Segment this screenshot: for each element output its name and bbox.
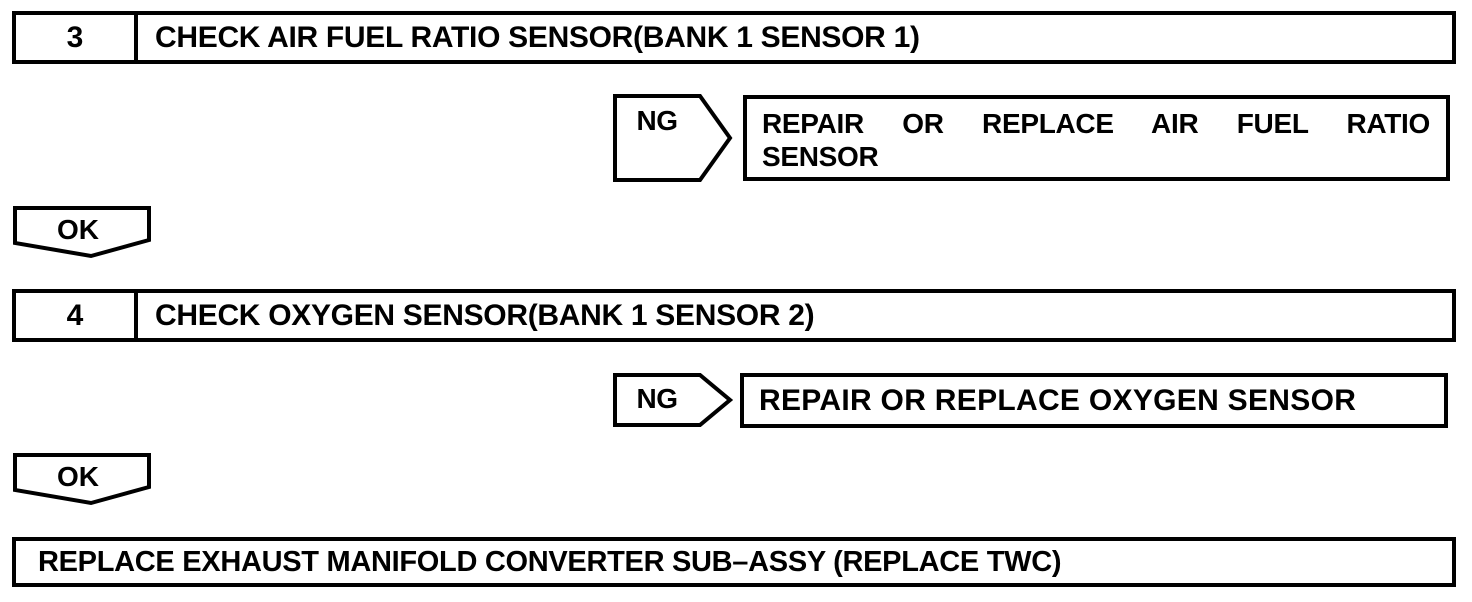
final-action-box: REPLACE EXHAUST MANIFOLD CONVERTER SUB–A… bbox=[12, 537, 1456, 587]
ng-arrow-step-4-label: NG bbox=[636, 383, 679, 414]
ng-result-step-4: REPAIR OR REPLACE OXYGEN SENSOR bbox=[740, 373, 1448, 428]
ok-arrow-step-4: OK bbox=[13, 453, 153, 507]
step-3-title: CHECK AIR FUEL RATIO SENSOR(BANK 1 SENSO… bbox=[155, 20, 920, 54]
ng-arrow-step-3-label: NG bbox=[636, 105, 679, 136]
step-4-title: CHECK OXYGEN SENSOR(BANK 1 SENSOR 2) bbox=[155, 298, 815, 332]
ng-arrow-icon bbox=[613, 94, 733, 182]
ok-banner-icon bbox=[13, 206, 151, 259]
step-3-number: 3 bbox=[16, 15, 138, 60]
ng-result-step-3: REPAIR OR REPLACE AIR FUEL RATIO SENSOR bbox=[743, 95, 1450, 181]
ng-arrow-step-3: NG bbox=[613, 94, 733, 182]
ok-arrow-step-4-label: OK bbox=[57, 461, 99, 492]
ng-arrow-step-4: NG bbox=[613, 373, 733, 427]
ng-result-step-4-text: REPAIR OR REPLACE OXYGEN SENSOR bbox=[759, 383, 1357, 417]
ok-arrow-step-3: OK bbox=[13, 206, 153, 260]
ok-arrow-step-3-label: OK bbox=[57, 214, 99, 245]
ng-result-step-3-line2: SENSOR bbox=[762, 141, 879, 172]
step-4-number: 4 bbox=[16, 293, 138, 338]
ng-arrow-icon bbox=[613, 373, 733, 427]
ok-banner-icon bbox=[13, 453, 151, 506]
step-4-header-box: 4 CHECK OXYGEN SENSOR(BANK 1 SENSOR 2) bbox=[12, 289, 1456, 342]
ng-result-step-3-line1: REPAIR OR REPLACE AIR FUEL RATIO bbox=[762, 108, 1430, 139]
step-3-header-box: 3 CHECK AIR FUEL RATIO SENSOR(BANK 1 SEN… bbox=[12, 11, 1456, 64]
final-action-text: REPLACE EXHAUST MANIFOLD CONVERTER SUB–A… bbox=[38, 545, 1062, 578]
